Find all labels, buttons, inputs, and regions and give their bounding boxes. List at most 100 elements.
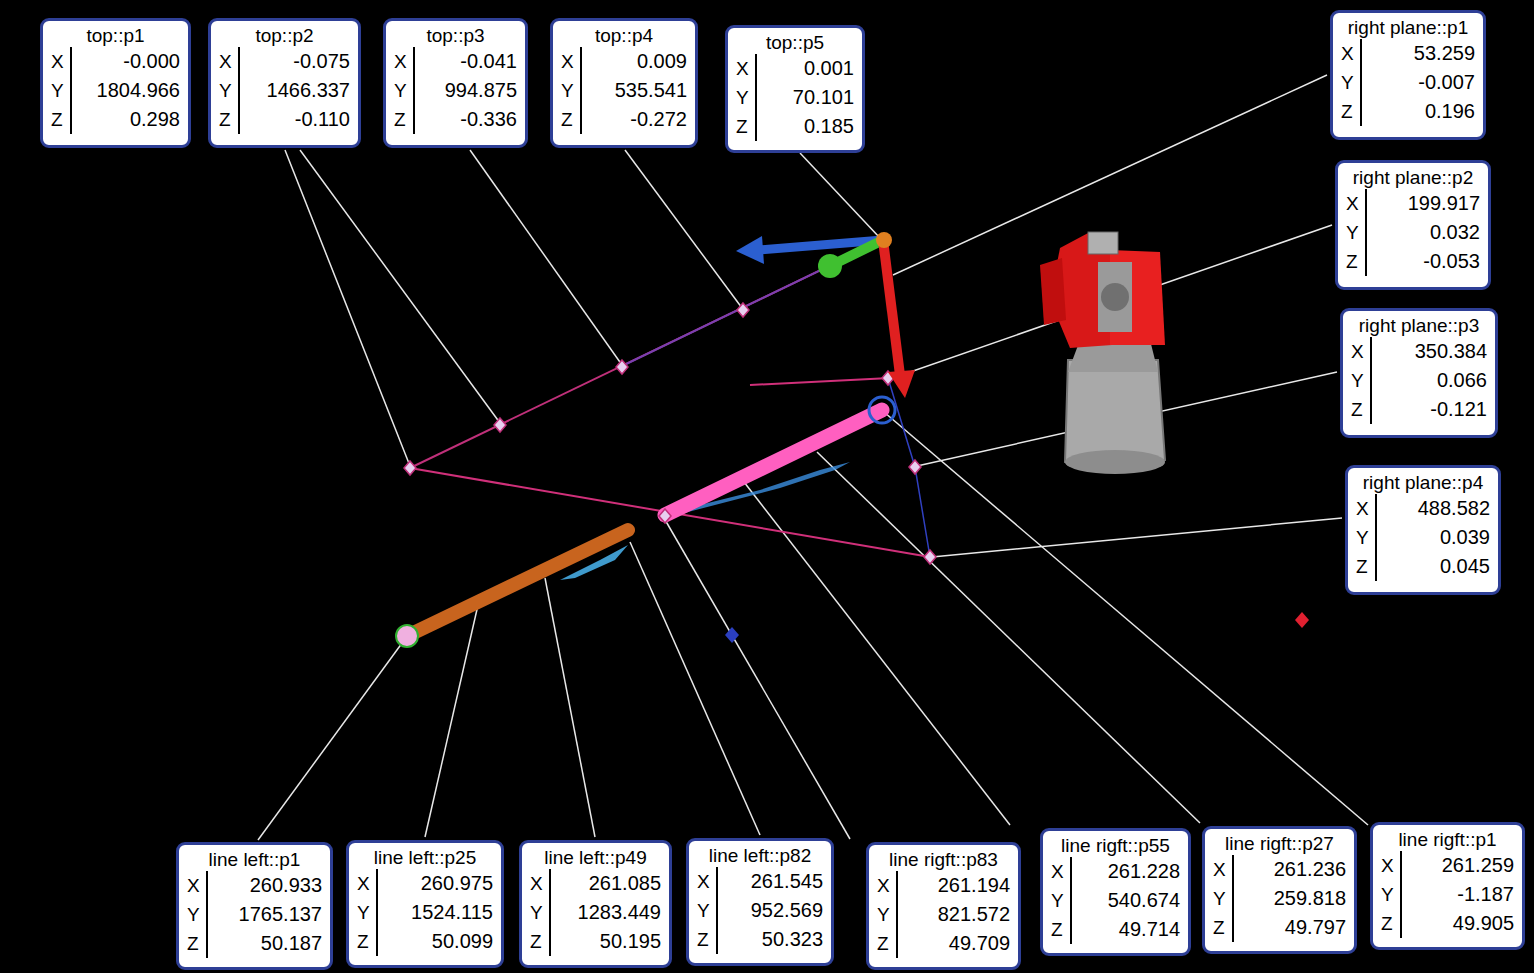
coordinate-row: Z-0.336 — [394, 105, 517, 134]
coordinate-callout: line rigft::p1X261.259Y-1.187Z49.905 — [1370, 822, 1525, 950]
coordinate-value: 50.195 — [551, 927, 661, 956]
axis-letter: X — [1213, 855, 1234, 884]
point-name: right plane::p4 — [1356, 471, 1490, 494]
coordinate-value: 261.085 — [551, 869, 661, 898]
coordinate-row: Y0.039 — [1356, 523, 1490, 552]
coordinate-row: Y1466.337 — [219, 76, 350, 105]
coordinate-value: 70.101 — [757, 83, 854, 112]
coordinate-value: 50.187 — [208, 929, 322, 958]
point-markers — [404, 303, 1309, 643]
coordinate-row: Z0.185 — [736, 112, 854, 141]
coordinate-row: Z-0.053 — [1346, 247, 1480, 276]
coordinate-row: Z50.187 — [187, 929, 322, 958]
coordinate-value: 50.099 — [378, 927, 493, 956]
axis-letter: X — [51, 47, 72, 76]
coordinate-value: 261.545 — [718, 867, 823, 896]
coordinate-row: X0.001 — [736, 54, 854, 83]
coordinate-value: -0.272 — [582, 105, 687, 134]
coordinate-callout: top::p5X0.001Y70.101Z0.185 — [725, 25, 865, 153]
coordinate-value: 261.259 — [1402, 851, 1514, 880]
coordinate-value: 261.228 — [1072, 857, 1180, 886]
axis-letter: X — [394, 47, 415, 76]
axis-letter: Y — [1351, 366, 1372, 395]
coordinate-value: 261.194 — [898, 871, 1010, 900]
coordinate-value: 1466.337 — [240, 76, 350, 105]
axis-letter: Y — [877, 900, 898, 929]
axis-letter: X — [187, 871, 208, 900]
coordinate-row: Y1765.137 — [187, 900, 322, 929]
coordinate-row: Y70.101 — [736, 83, 854, 112]
coordinate-row: Z50.323 — [697, 925, 823, 954]
point-name: top::p2 — [219, 24, 350, 47]
scan-bars — [396, 397, 895, 647]
coordinate-callout: right plane::p1X53.259Y-0.007Z0.196 — [1330, 10, 1486, 140]
point-name: top::p4 — [561, 24, 687, 47]
axis-letter: X — [1346, 189, 1367, 218]
coordinate-row: Z49.709 — [877, 929, 1010, 958]
axis-letter: X — [877, 871, 898, 900]
coordinate-value: 0.039 — [1377, 523, 1490, 552]
coordinate-row: Y259.818 — [1213, 884, 1346, 913]
coordinate-value: 994.875 — [415, 76, 517, 105]
point-name: line left::p82 — [697, 844, 823, 867]
coordinate-value: 260.975 — [378, 869, 493, 898]
point-name: line rigft::p55 — [1051, 834, 1180, 857]
coordinate-row: Z0.196 — [1341, 97, 1475, 126]
coordinate-value: 50.323 — [718, 925, 823, 954]
point-name: top::p5 — [736, 31, 854, 54]
point-name: line left::p1 — [187, 848, 322, 871]
coordinate-row: X350.384 — [1351, 337, 1487, 366]
axis-letter: Z — [877, 929, 898, 958]
coordinate-row: Y1283.449 — [530, 898, 661, 927]
coordinate-row: Y0.066 — [1351, 366, 1487, 395]
coordinate-row: Z50.099 — [357, 927, 493, 956]
coordinate-value: -0.041 — [415, 47, 517, 76]
coordinate-row: Y-0.007 — [1341, 68, 1475, 97]
axis-letter: Z — [1351, 395, 1372, 424]
coordinate-callout: top::p1X-0.000Y1804.966Z0.298 — [40, 18, 191, 148]
point-name: line rigft::p1 — [1381, 828, 1514, 851]
axis-letter: Z — [219, 105, 240, 134]
coordinate-value: 0.009 — [582, 47, 687, 76]
coordinate-row: Y821.572 — [877, 900, 1010, 929]
axis-letter: Y — [1381, 880, 1402, 909]
axis-letter: Z — [357, 927, 378, 956]
coordinate-value: -0.075 — [240, 47, 350, 76]
axis-letter: Z — [697, 925, 718, 954]
coordinate-row: Y0.032 — [1346, 218, 1480, 247]
coordinate-value: -0.336 — [415, 105, 517, 134]
coordinate-value: 1804.966 — [72, 76, 180, 105]
coordinate-row: X260.975 — [357, 869, 493, 898]
coordinate-row: X-0.041 — [394, 47, 517, 76]
axis-letter: Y — [51, 76, 72, 105]
coordinate-row: X-0.000 — [51, 47, 180, 76]
coordinate-row: X488.582 — [1356, 494, 1490, 523]
axis-letter: Y — [1346, 218, 1367, 247]
axis-letter: Z — [1051, 915, 1072, 944]
axis-letter: X — [219, 47, 240, 76]
axis-letter: Z — [561, 105, 582, 134]
coordinate-value: 1283.449 — [551, 898, 661, 927]
coordinate-row: X261.194 — [877, 871, 1010, 900]
coordinate-row: X261.545 — [697, 867, 823, 896]
point-name: right plane::p2 — [1346, 166, 1480, 189]
axis-letter: Y — [1341, 68, 1362, 97]
axis-letter: Z — [51, 105, 72, 134]
coordinate-value: 952.569 — [718, 896, 823, 925]
coordinate-row: Z49.905 — [1381, 909, 1514, 938]
axis-letter: Z — [736, 112, 757, 141]
axis-letter: Y — [1213, 884, 1234, 913]
axis-letter: Y — [736, 83, 757, 112]
axis-letter: X — [1051, 857, 1072, 886]
coordinate-row: Y1524.115 — [357, 898, 493, 927]
axis-letter: X — [1351, 337, 1372, 366]
axis-letter: Z — [187, 929, 208, 958]
coordinate-value: 488.582 — [1377, 494, 1490, 523]
coordinate-value: -0.053 — [1367, 247, 1480, 276]
coordinate-callout: line rigft::p27X261.236Y259.818Z49.797 — [1202, 826, 1357, 954]
coordinate-value: 199.917 — [1367, 189, 1480, 218]
coordinate-row: X199.917 — [1346, 189, 1480, 218]
leader-lines — [258, 75, 1368, 840]
coordinate-row: Z0.298 — [51, 105, 180, 134]
coordinate-value: 49.905 — [1402, 909, 1514, 938]
